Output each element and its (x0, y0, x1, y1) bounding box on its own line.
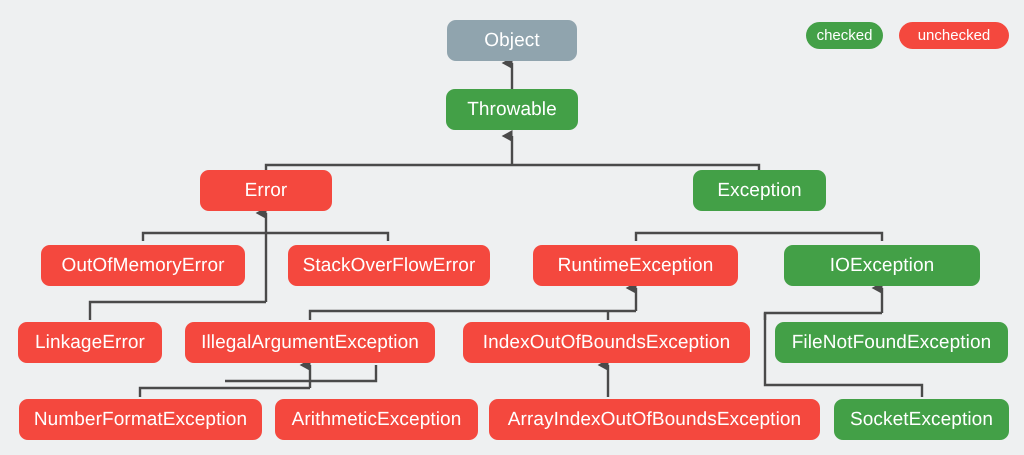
node-number-format-exception[interactable]: NumberFormatException (19, 399, 262, 440)
node-throwable[interactable]: Throwable (446, 89, 578, 130)
node-array-index-out-of-bounds-exception[interactable]: ArrayIndexOutOfBoundsException (489, 399, 820, 440)
node-runtime-exception[interactable]: RuntimeException (533, 245, 738, 286)
edge-bus-runtime (308, 309, 636, 320)
node-out-of-memory-error-label: OutOfMemoryError (61, 254, 225, 276)
node-error[interactable]: Error (200, 170, 332, 211)
edge-bus-exception (634, 231, 884, 241)
node-arithmetic-exception-label: ArithmeticException (291, 408, 462, 430)
edge-linkage-error (88, 300, 266, 320)
node-linkage-error-label: LinkageError (35, 331, 145, 353)
node-index-out-of-bounds-exception[interactable]: IndexOutOfBoundsException (463, 322, 750, 363)
legend-unchecked-label: unchecked (917, 27, 991, 44)
node-number-format-exception-label: NumberFormatException (33, 408, 248, 430)
node-file-not-found-exception[interactable]: FileNotFoundException (775, 322, 1008, 363)
node-exception-label: Exception (717, 179, 802, 201)
node-illegal-argument-exception[interactable]: IllegalArgumentException (185, 322, 435, 363)
node-file-not-found-exception-label: FileNotFoundException (791, 331, 992, 353)
node-io-exception-label: IOException (829, 254, 935, 276)
node-runtime-exception-label: RuntimeException (557, 254, 714, 276)
node-socket-exception[interactable]: SocketException (834, 399, 1009, 440)
legend-checked: checked (806, 22, 883, 49)
node-throwable-label: Throwable (467, 98, 557, 120)
edge-bus-io (763, 311, 882, 320)
node-illegal-argument-exception-label: IllegalArgumentException (201, 331, 419, 353)
node-object[interactable]: Object (447, 20, 577, 61)
node-out-of-memory-error[interactable]: OutOfMemoryError (41, 245, 245, 286)
node-object-label: Object (484, 29, 540, 51)
legend-checked-label: checked (816, 27, 873, 44)
node-exception[interactable]: Exception (693, 170, 826, 211)
node-index-out-of-bounds-exception-label: IndexOutOfBoundsException (482, 331, 731, 353)
node-linkage-error[interactable]: LinkageError (18, 322, 162, 363)
edge-bus-throwable (264, 163, 761, 172)
edge-arithmetic-exception (225, 365, 378, 383)
node-stack-overflow-error-label: StackOverFlowError (302, 254, 476, 276)
edge-bus-iae (138, 386, 310, 397)
node-error-label: Error (244, 179, 288, 201)
node-socket-exception-label: SocketException (849, 408, 994, 430)
node-stack-overflow-error[interactable]: StackOverFlowError (288, 245, 490, 286)
node-io-exception[interactable]: IOException (784, 245, 980, 286)
legend-unchecked: unchecked (899, 22, 1009, 49)
edge-bus-error (141, 231, 390, 241)
node-array-index-out-of-bounds-exception-label: ArrayIndexOutOfBoundsException (507, 408, 802, 430)
node-arithmetic-exception[interactable]: ArithmeticException (275, 399, 478, 440)
